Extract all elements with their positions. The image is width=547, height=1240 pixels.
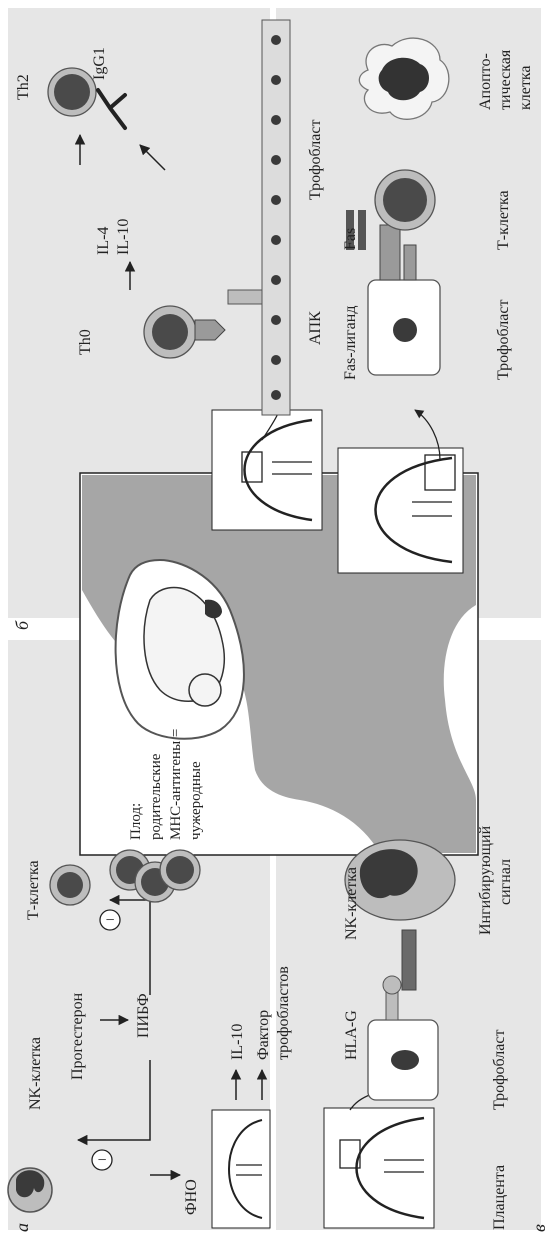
tnf-label: ФНО <box>183 1179 200 1215</box>
fas-ligand-receptor-2 <box>404 245 416 280</box>
panel-letter-a: а <box>12 1223 32 1232</box>
trophoblast-nucleus-g <box>393 318 417 342</box>
nk-cell-v-label: NK-клетка <box>343 867 360 940</box>
fetus-head <box>189 674 221 706</box>
minus-right: − <box>105 912 114 929</box>
nk-receptor <box>402 930 416 990</box>
trophoblast-b-label: Трофобласт <box>307 120 324 200</box>
pibf-label: ПИБФ <box>135 993 152 1038</box>
inhibitory-label-1: Ингибирующий <box>477 825 494 935</box>
inhibitory-label-2: сигнал <box>497 859 514 905</box>
placenta-inset-g <box>338 448 463 573</box>
trophoblast-label-v: Трофобласт <box>491 1030 508 1110</box>
trophoblast-nucleus-v <box>391 1050 419 1070</box>
apc-label: АПК <box>307 311 324 345</box>
minus-left: − <box>97 1152 106 1169</box>
trophoblast-g-label: Трофобласт <box>495 300 512 380</box>
t-cell-label: Т-клетка <box>25 860 42 920</box>
th0-nucleus <box>152 314 188 350</box>
nk-cell-label: NK-клетка <box>27 1037 44 1110</box>
placenta-inset-b <box>212 410 322 530</box>
trophoblast-column <box>262 20 290 415</box>
factor-label-1: Фактор <box>255 1010 272 1060</box>
center-text-line3: МНС-антигены = <box>168 729 184 840</box>
panel-letter-b: б <box>12 620 32 630</box>
t-cell-g-nucleus <box>383 178 427 222</box>
factor-label-2: трофобластов <box>275 966 292 1060</box>
igg1-label: IgG1 <box>91 47 108 80</box>
fas-ligand-label: Fas-лиганд <box>342 306 359 380</box>
apoptotic-label-2: тическая <box>497 49 514 110</box>
th2-label: Th2 <box>15 74 32 100</box>
il10-label: IL-10 <box>229 1024 246 1060</box>
apoptotic-label-1: Апопто- <box>477 53 494 110</box>
placenta-label: Плацента <box>491 1165 508 1230</box>
t-cell-cluster-3-nucleus <box>166 856 194 884</box>
center-text-line4: чужеродные <box>188 761 204 840</box>
apoptotic-label-3: клетка <box>517 66 534 110</box>
th2-nucleus <box>54 74 90 110</box>
fas-label: Fas <box>342 228 359 250</box>
il4-label: IL-4 <box>95 227 112 255</box>
placenta-inset-small <box>212 1110 270 1228</box>
fas-ligand-receptor <box>380 225 400 280</box>
t-cell-g-label: Т-клетка <box>495 190 512 250</box>
progesterone-label: Прогестерон <box>69 992 86 1080</box>
hla-g-label: HLA-G <box>343 1010 360 1060</box>
t-cell-nucleus <box>57 872 83 898</box>
center-text-line1: Плод: <box>128 803 144 840</box>
th0-label: Th0 <box>77 329 94 355</box>
center-text-line2: родительские <box>148 753 164 840</box>
il10-b-label: IL-10 <box>115 219 132 255</box>
hla-g-head <box>383 976 401 994</box>
apc-stalk <box>228 290 262 304</box>
panel-letter-v: в <box>529 1224 547 1232</box>
